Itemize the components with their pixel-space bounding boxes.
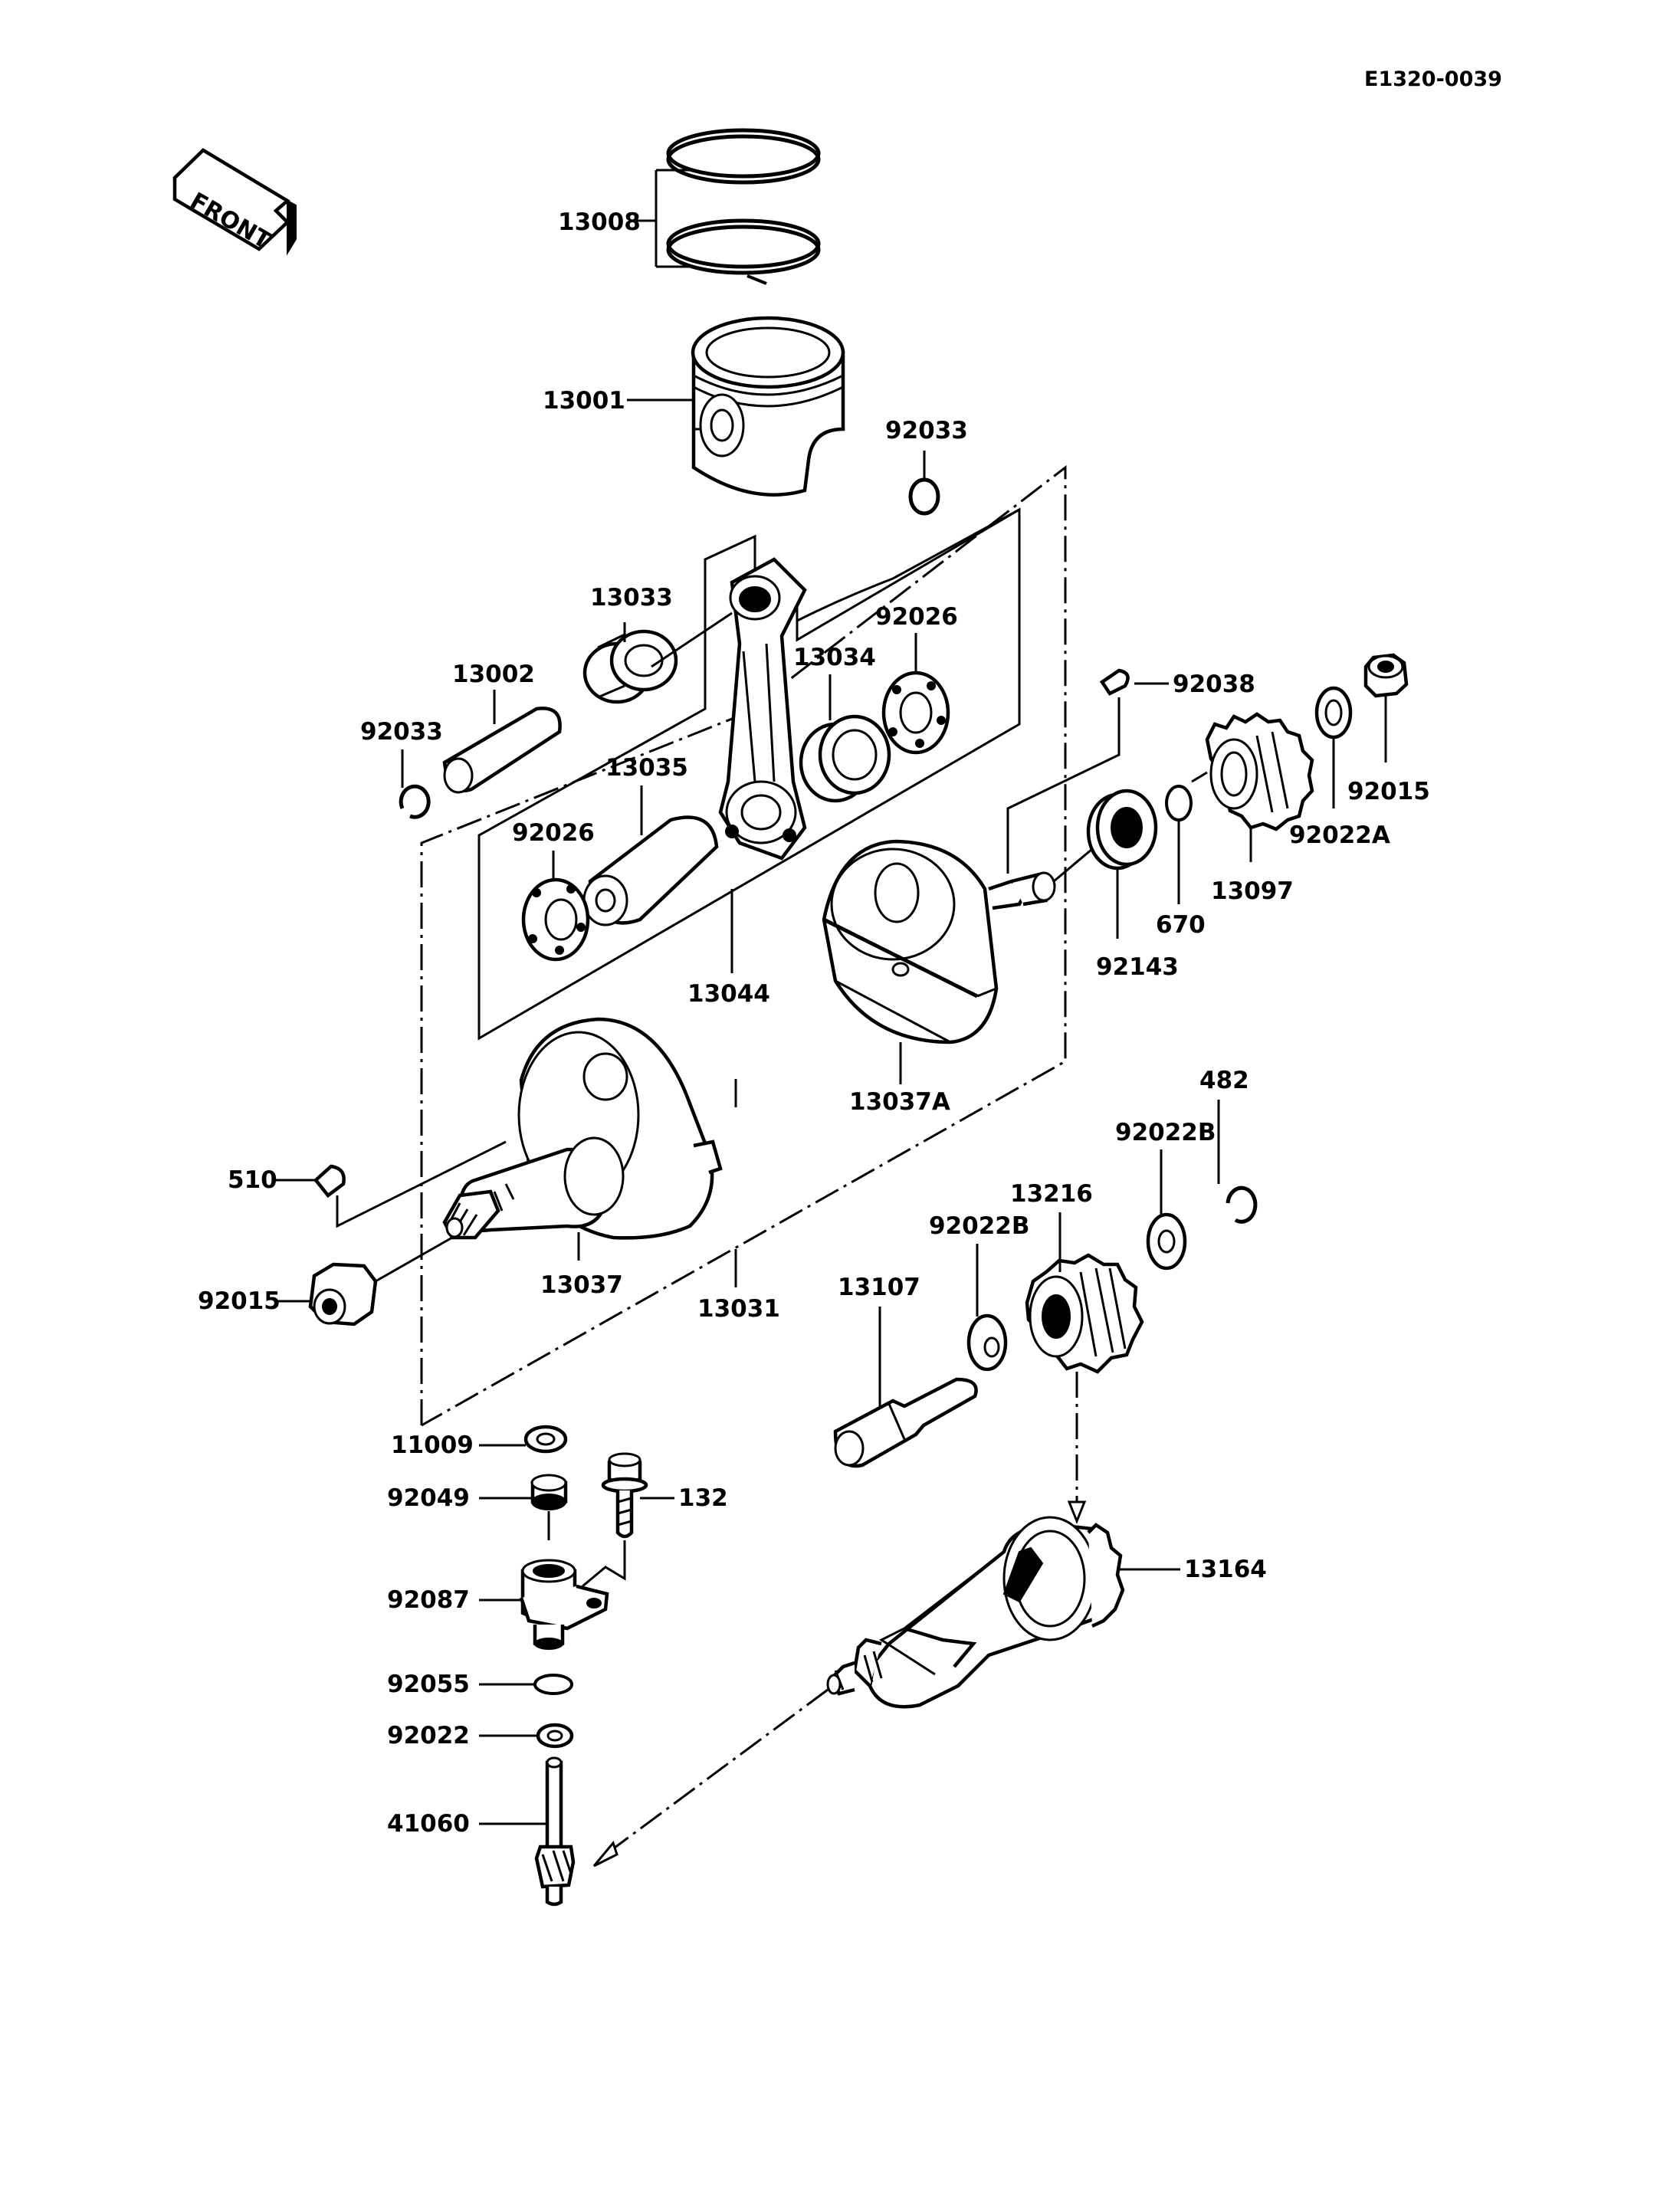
label-482: 482	[1199, 1067, 1249, 1094]
primary-gear	[1205, 712, 1314, 831]
o-ring-670	[1165, 785, 1193, 821]
front-direction-arrow: FRONT	[172, 148, 297, 256]
label-41060: 41060	[387, 1810, 470, 1838]
piston-pin-clip-lower	[399, 784, 431, 819]
label-13037: 13037	[540, 1271, 623, 1299]
balancer-drive-gear	[1025, 1253, 1144, 1374]
balancer-shaft	[826, 1516, 1125, 1709]
label-13035: 13035	[605, 754, 688, 782]
label-92055: 92055	[387, 1671, 470, 1698]
label-92087: 92087	[387, 1586, 470, 1614]
label-92038: 92038	[1173, 671, 1255, 698]
woodruff-key-left	[313, 1164, 346, 1199]
big-end-bearing	[799, 714, 891, 803]
nut-right	[1363, 653, 1409, 698]
label-92026-upper: 92026	[875, 603, 958, 631]
piston-pin	[442, 707, 562, 794]
piston-rings	[666, 128, 821, 285]
piston	[691, 316, 845, 497]
circlip-482	[1226, 1185, 1258, 1224]
washer-92022B-upper	[1146, 1212, 1187, 1271]
crankshaft-left-half	[442, 1017, 723, 1240]
label-13216: 13216	[1010, 1180, 1093, 1208]
label-92033-lower: 92033	[360, 718, 443, 746]
piston-pin-clip-upper	[908, 477, 940, 516]
label-13037A: 13037A	[849, 1088, 950, 1116]
label-92143: 92143	[1096, 953, 1179, 981]
washer-92022B-lower	[966, 1313, 1008, 1372]
washer-92022A	[1314, 686, 1353, 739]
label-13107: 13107	[838, 1274, 920, 1301]
label-13044: 13044	[687, 980, 770, 1008]
speedometer-pinion-gear	[534, 1756, 576, 1907]
label-510: 510	[228, 1166, 277, 1194]
crank-pin	[582, 815, 719, 926]
label-13164: 13164	[1184, 1556, 1267, 1583]
woodruff-key-right	[1099, 668, 1130, 696]
diagram-reference-code: E1320-0039	[1364, 67, 1502, 91]
gear-shaft	[833, 1377, 978, 1468]
label-92022B-upper: 92022B	[1115, 1119, 1216, 1146]
bolt-132	[601, 1452, 648, 1539]
label-92015-right: 92015	[1347, 778, 1430, 805]
label-92022A: 92022A	[1289, 821, 1390, 849]
label-13033: 13033	[590, 584, 673, 612]
label-13034: 13034	[793, 644, 876, 671]
label-132: 132	[678, 1484, 728, 1512]
o-ring-92055	[533, 1674, 573, 1695]
thrust-washer-upper	[881, 671, 950, 755]
label-13008: 13008	[558, 208, 641, 236]
label-92033-upper: 92033	[885, 417, 968, 444]
label-13002: 13002	[452, 661, 535, 688]
nut-left	[308, 1262, 378, 1326]
label-13001: 13001	[543, 387, 625, 415]
label-13031: 13031	[697, 1295, 780, 1323]
connecting-rod	[718, 557, 807, 861]
label-11009: 11009	[391, 1431, 474, 1459]
label-92022B-lower: 92022B	[929, 1212, 1029, 1240]
washer-11009	[523, 1425, 568, 1454]
bush-92049	[530, 1474, 568, 1510]
label-92026-lower: 92026	[512, 819, 595, 847]
speedometer-gear-holder	[519, 1559, 609, 1650]
thrust-washer-lower	[521, 877, 590, 962]
small-end-bearing	[582, 629, 678, 704]
label-92022: 92022	[387, 1722, 470, 1749]
label-13097: 13097	[1211, 877, 1294, 905]
washer-92022	[536, 1723, 574, 1749]
crankshaft-right-half	[822, 839, 1056, 1044]
label-92015-left: 92015	[198, 1287, 281, 1315]
crankshaft-bearing	[1086, 789, 1158, 871]
label-670: 670	[1156, 911, 1206, 939]
label-92049: 92049	[387, 1484, 470, 1512]
